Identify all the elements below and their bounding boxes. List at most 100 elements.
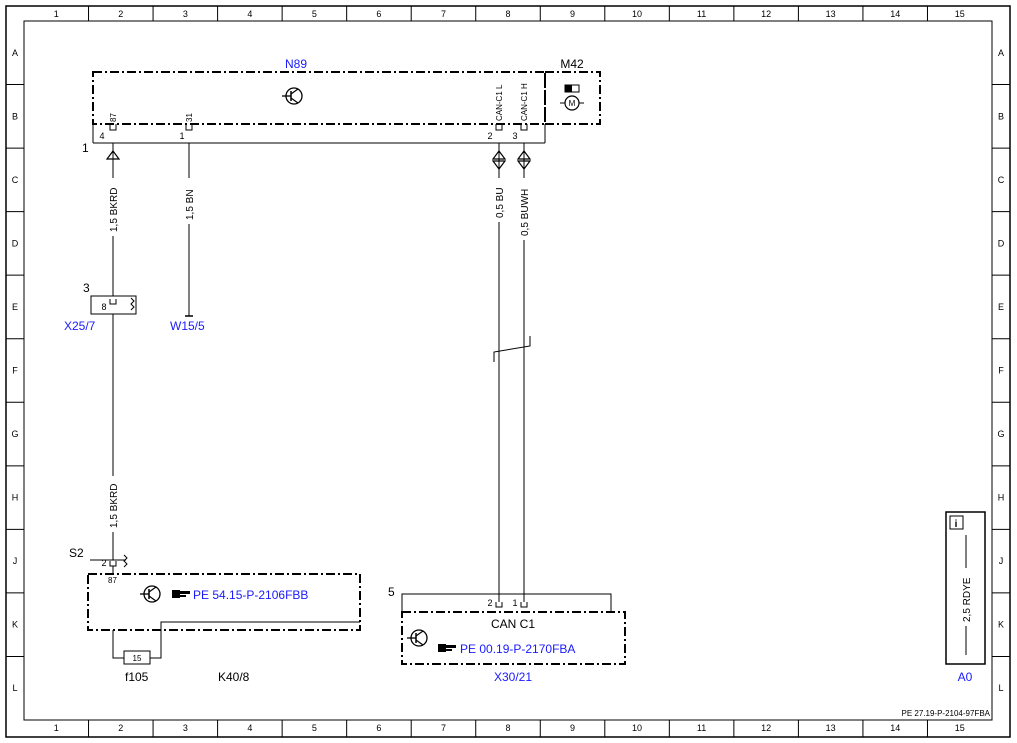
x25-7-box xyxy=(90,295,137,315)
grid-row-label: B xyxy=(12,111,18,121)
pin-31: 31 xyxy=(185,113,194,122)
pin-can-h: CAN-C1 H xyxy=(520,83,529,121)
wire-label-bkrd-bottom: 1,5 BKRD xyxy=(109,484,120,528)
grid-row-label: H xyxy=(998,493,1005,503)
wire-label-bu: 0,5 BU xyxy=(495,187,506,218)
wire-label-buwh: 0,5 BUWH xyxy=(520,189,531,236)
pin-2: 2 xyxy=(487,131,492,141)
s2-pin-2: 2 xyxy=(101,558,106,568)
f105-label: f105 xyxy=(125,670,149,684)
grid-column-label: 7 xyxy=(441,723,446,733)
wire-label-bn: 1,5 BN xyxy=(185,189,196,220)
grid-left-ruler: A B C D E F G H J K L xyxy=(6,48,24,693)
grid-row-label: A xyxy=(12,48,18,58)
can-pin-2 xyxy=(495,602,503,608)
info-icon-glyph: i xyxy=(955,519,958,530)
grid-row-label: C xyxy=(12,175,19,185)
grid-row-label: G xyxy=(11,429,18,439)
grid-column-label: 10 xyxy=(632,9,642,19)
k40-8-label: K40/8 xyxy=(218,670,250,684)
grid-row-label: J xyxy=(999,556,1004,566)
x25-7-label: X25/7 xyxy=(64,319,96,333)
grid-column-label: 10 xyxy=(632,723,642,733)
w15-5-label: W15/5 xyxy=(170,319,205,333)
grid-column-label: 7 xyxy=(441,9,446,19)
grid-row-label: B xyxy=(998,111,1004,121)
k40-8-pin-87: 87 xyxy=(108,576,117,585)
can-pin-1 xyxy=(520,602,528,608)
grid-column-label: 15 xyxy=(955,723,965,733)
pin-markers xyxy=(109,124,528,131)
can-c1-label: CAN C1 xyxy=(491,617,535,631)
a0-label: A0 xyxy=(958,670,973,684)
grid-row-label: K xyxy=(12,620,18,630)
grid-column-label: 12 xyxy=(761,723,771,733)
grid-row-label: D xyxy=(12,238,19,248)
pin-3: 3 xyxy=(512,131,517,141)
reference-link-2[interactable]: PE 00.19-P-2170FBA xyxy=(460,642,575,656)
legend-box xyxy=(945,511,986,665)
s2-ground-icon xyxy=(123,554,128,568)
grid-column-label: 1 xyxy=(54,723,59,733)
grid-column-label: 11 xyxy=(697,9,706,19)
grid-column-label: 2 xyxy=(118,9,123,19)
can-pin-1-label: 1 xyxy=(512,598,517,608)
grid-column-label: 15 xyxy=(955,9,965,19)
x25-7-pin xyxy=(109,299,117,305)
grid-row-label: L xyxy=(998,683,1003,693)
n89-box xyxy=(92,71,546,125)
transistor-icon xyxy=(282,87,303,105)
grid-row-label: C xyxy=(998,175,1005,185)
grid-row-label: K xyxy=(998,620,1004,630)
grid-column-label: 5 xyxy=(312,9,317,19)
grid-row-label: E xyxy=(12,302,18,312)
pointing-hand-icon[interactable] xyxy=(438,644,456,652)
pin-1: 1 xyxy=(179,131,184,141)
k40-8-box xyxy=(87,573,361,631)
pointing-hand-icon[interactable] xyxy=(172,590,190,598)
grid-column-label: 4 xyxy=(247,723,252,733)
grid-row-label: F xyxy=(998,366,1004,376)
inner-frame xyxy=(23,20,993,721)
grid-row-label: F xyxy=(12,366,18,376)
grid-column-label: 14 xyxy=(890,723,900,733)
can-pin-2-label: 2 xyxy=(487,598,492,608)
grid-row-label: E xyxy=(998,302,1004,312)
m42-label: M42 xyxy=(560,57,584,71)
transistor-icon-x30 xyxy=(407,629,428,647)
callout-1: 1 xyxy=(82,141,89,155)
svg-text:M: M xyxy=(569,99,576,108)
callout-5: 5 xyxy=(388,585,395,599)
grid-row-label: A xyxy=(998,48,1004,58)
pin-can-l: CAN-C1 L xyxy=(495,84,504,121)
grid-column-label: 3 xyxy=(183,723,188,733)
ground-icon xyxy=(130,297,135,311)
n89-label: N89 xyxy=(285,57,307,71)
reference-link-1[interactable]: PE 54.15-P-2106FBB xyxy=(193,588,308,602)
callout-3: 3 xyxy=(83,281,90,295)
can-c1-connector xyxy=(401,593,612,612)
grid-row-label: H xyxy=(12,493,19,503)
pin-4: 4 xyxy=(99,131,104,141)
motor-icon: M xyxy=(560,84,584,111)
info-icon xyxy=(949,515,964,530)
x25-7-pin-8: 8 xyxy=(101,302,106,312)
grid-column-label: 12 xyxy=(761,9,771,19)
grid-column-label: 13 xyxy=(826,723,836,733)
grid-column-label: 6 xyxy=(376,9,381,19)
grid-row-label: L xyxy=(12,683,17,693)
wire-label-bkrd-top: 1,5 BKRD xyxy=(109,188,120,232)
grid-column-label: 9 xyxy=(570,723,575,733)
legend-wire-label: 2,5 RDYE xyxy=(962,577,973,622)
fuse-wiring xyxy=(112,630,162,659)
grid-row-label: J xyxy=(13,556,18,566)
grid-column-label: 13 xyxy=(826,9,836,19)
fuse-number: 15 xyxy=(133,654,142,663)
m42-box xyxy=(544,71,601,125)
document-id: PE 27.19-P-2104-97FBA xyxy=(902,709,991,718)
grid-column-label: 14 xyxy=(890,9,900,19)
grid-column-label: 11 xyxy=(697,723,706,733)
grid-column-label: 3 xyxy=(183,9,188,19)
